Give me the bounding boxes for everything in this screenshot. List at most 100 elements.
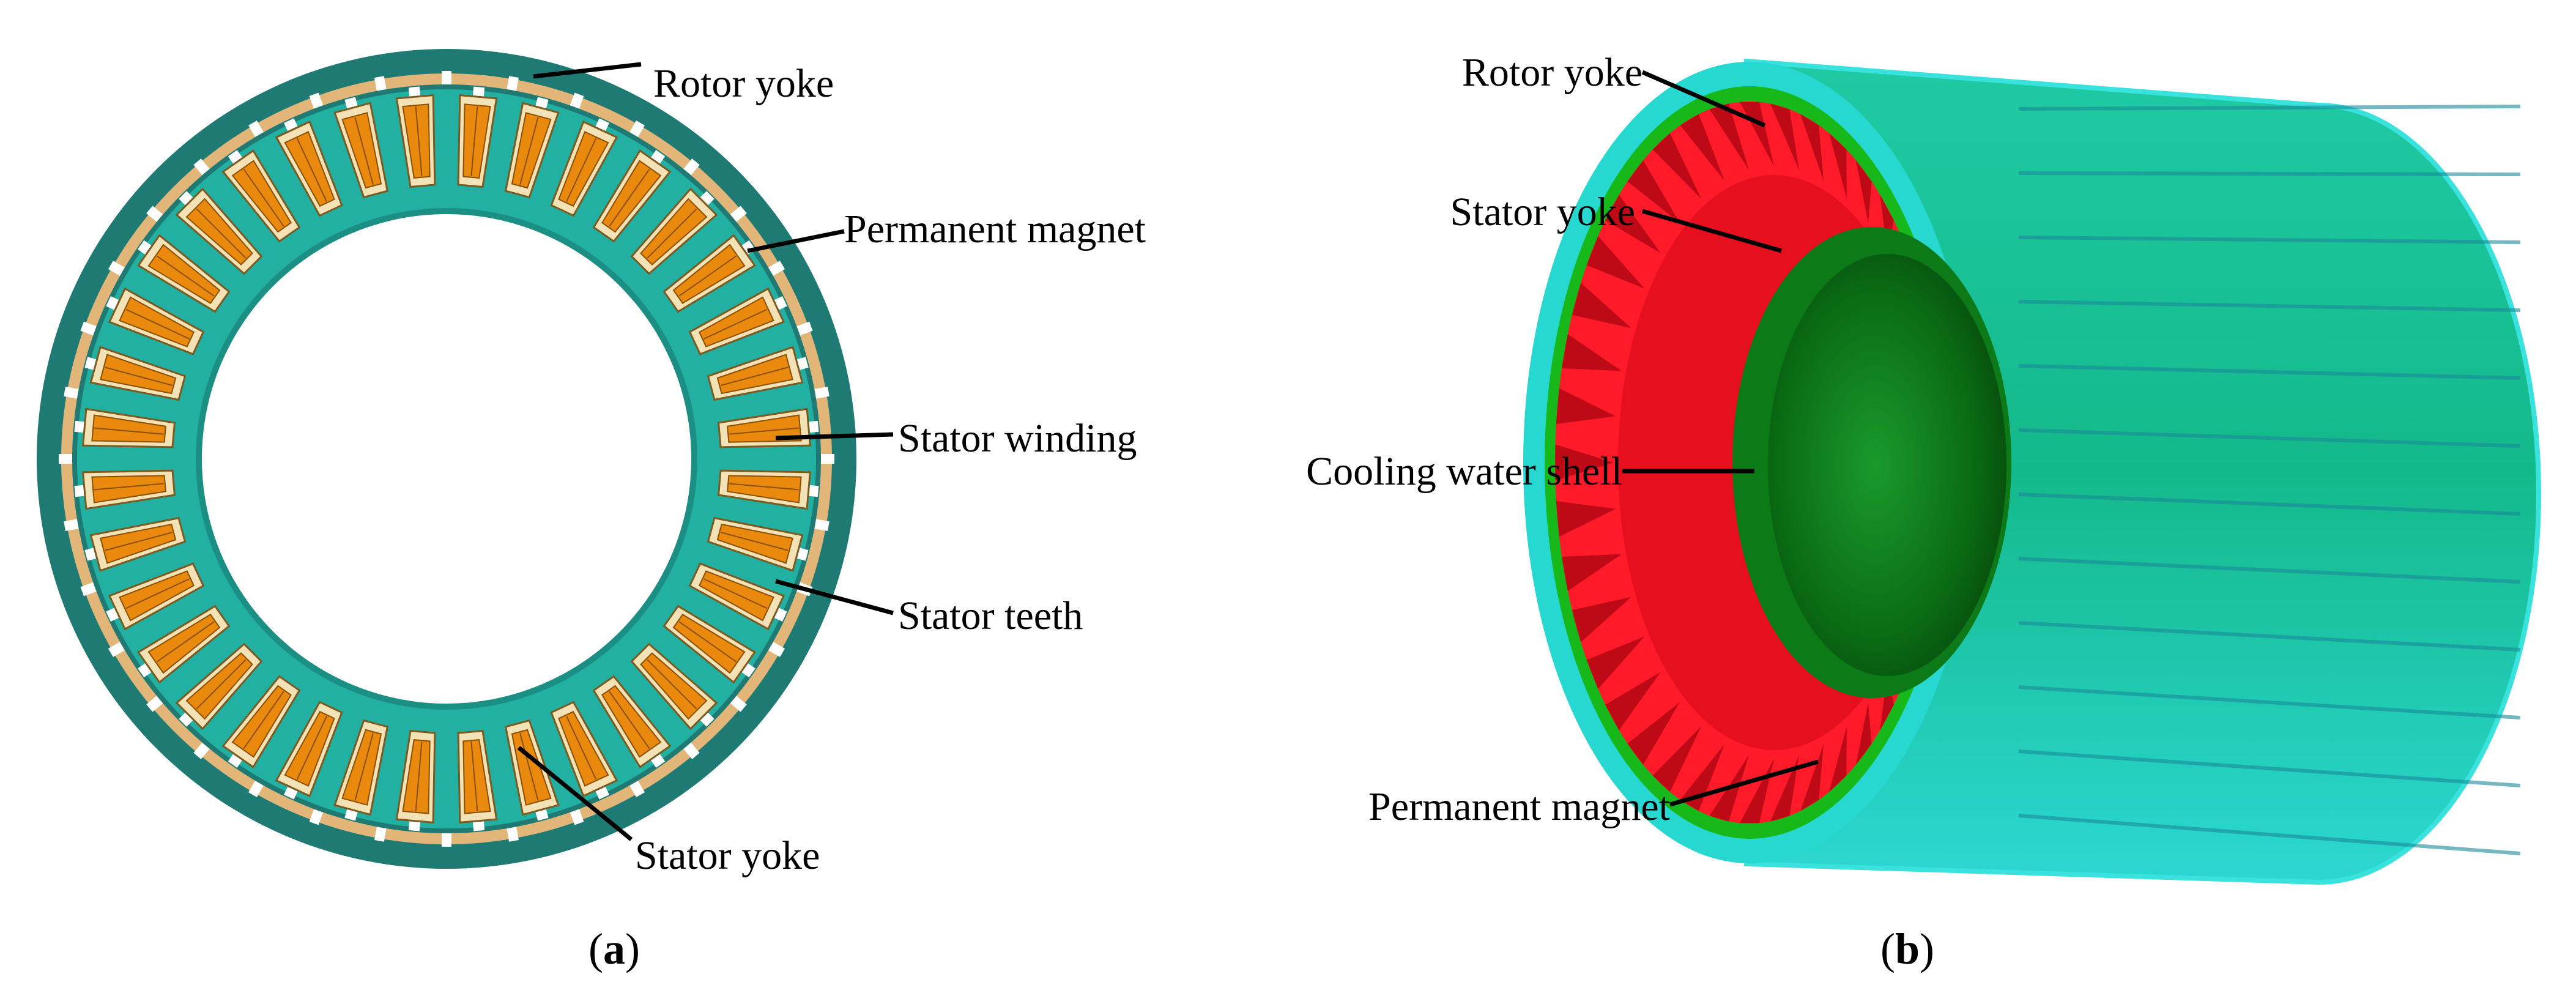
stator-winding-a [698,570,774,622]
winding-divider-a [105,532,173,551]
panel-a-cross-section: Rotor yoke Permanent magnet Stator windi… [37,49,1146,973]
stator-slot-a [175,187,263,275]
leader-permanent-magnet-a [747,229,845,253]
magnet-gap-a [80,321,97,336]
stator-tooth-b [1855,702,1872,765]
magnet-gap-mark-a [821,454,834,464]
stator-winding-a [511,112,552,189]
stator-tooth-b [1740,759,1774,824]
caption-a: (a) [588,924,640,973]
stator-slot-a [175,642,263,731]
stator-winding-a [672,244,746,304]
magnet-gap-mark-a [570,92,584,109]
stator-winding-a [716,354,793,395]
magnet-gap-a [814,519,830,531]
winding-divider-a [156,255,215,297]
stator-winding-a [462,739,491,814]
magnet-gap-a [821,454,834,464]
stator-slot-a [457,729,498,831]
magnet-gap-a [248,120,264,137]
stator-slot-a [137,234,231,313]
leader-stator-yoke-b [1642,209,1782,253]
stator-tooth-b [1855,160,1872,223]
stator-tooth-b [1652,726,1702,792]
stator-tooth-b [1770,755,1799,822]
winding-divider-a [720,366,789,386]
magnet-gap-mark-a [64,387,79,399]
stator-tooth-b [1880,195,1894,253]
magnet-gap-a [683,742,700,759]
magnet-gap-mark-a [683,158,700,176]
magnet-gap-a [146,696,163,712]
rotor-shell-stripe-b [2018,105,2521,111]
panel-b-3d-view: Rotor yoke Stator yoke Cooling water she… [1306,50,2541,973]
winding-divider-a [609,168,650,227]
magnet-gap-mark-a [248,120,264,137]
stator-winding-a [601,685,662,758]
stator-winding-a [462,103,491,179]
winding-divider-a [519,732,539,801]
winding-divider-a [156,621,215,663]
magnet-gap-a [108,261,125,276]
magnet-gap-a [768,261,785,276]
magnet-gap-a [108,642,125,657]
stator-tooth-b [1605,195,1661,253]
magnet-gap-a [629,120,645,137]
leader-stator-teeth-a [775,579,894,615]
stator-slot-a [630,187,718,275]
magnet-gap-mark-a [730,206,747,222]
stator-winding-a [727,414,802,443]
magnet-gap-a [309,809,324,825]
magnet-gap-mark-a [796,321,813,336]
stator-tooth-b [1555,444,1614,481]
magnet-gap-mark-a [442,71,451,84]
slot-opening-a [74,485,87,497]
rotor-shell-stripe-b [2018,814,2521,855]
magnet-gap-a [248,781,264,798]
magnet-gap-a [374,827,387,842]
magnet-gap-a [730,696,747,712]
stator-slot-a [275,118,343,217]
stator-tooth-b [1829,726,1847,792]
stator-slot-a [688,287,787,355]
magnet-gap-a [309,92,324,109]
stator-slot-a [221,149,301,243]
magnet-gap-mark-a [146,206,163,222]
stator-slot-a [106,562,205,631]
stator-winding-a [716,523,793,564]
magnet-gap-a [146,206,163,222]
stator-slot-a [592,149,672,243]
stator-winding-a [147,244,221,304]
magnet-gap-a [64,387,79,399]
stator-winding-a [698,296,774,348]
magnet-gap-mark-a [629,781,645,798]
winding-divider-a [94,427,164,435]
slot-opening-a [472,819,485,831]
magnet-gap-mark-a [374,827,387,842]
winding-divider-a [647,659,697,710]
magnet-gap-a [374,76,387,91]
stator-tooth-b [1572,283,1631,329]
rotor-shell-stripe-b [2018,685,2521,720]
winding-divider-a [470,742,478,811]
stator-slot-a [707,516,809,572]
winding-divider-a [609,691,650,749]
stator-slot-a [663,604,756,684]
magnet-gap-mark-a [442,833,451,847]
magnet-gap-mark-a [814,387,830,399]
magnet-gap-a [730,206,747,222]
stator-tooth-b [1652,133,1702,199]
stator-slot-a [74,469,176,510]
magnet-gap-mark-a [64,519,79,531]
stator-slot-a [395,86,436,188]
winding-divider-a [703,578,768,609]
magnet-gap-mark-a [193,742,210,759]
stator-winding-a [558,131,609,207]
label-stator-winding-a: Stator winding [898,416,1137,461]
stator-winding-a [91,475,166,504]
stator-slot-a [550,118,618,217]
stator-slot-a [106,287,205,355]
winding-divider-a [729,483,799,491]
magnet-gap-mark-a [570,809,584,825]
magnet-gap-mark-a [108,642,125,657]
